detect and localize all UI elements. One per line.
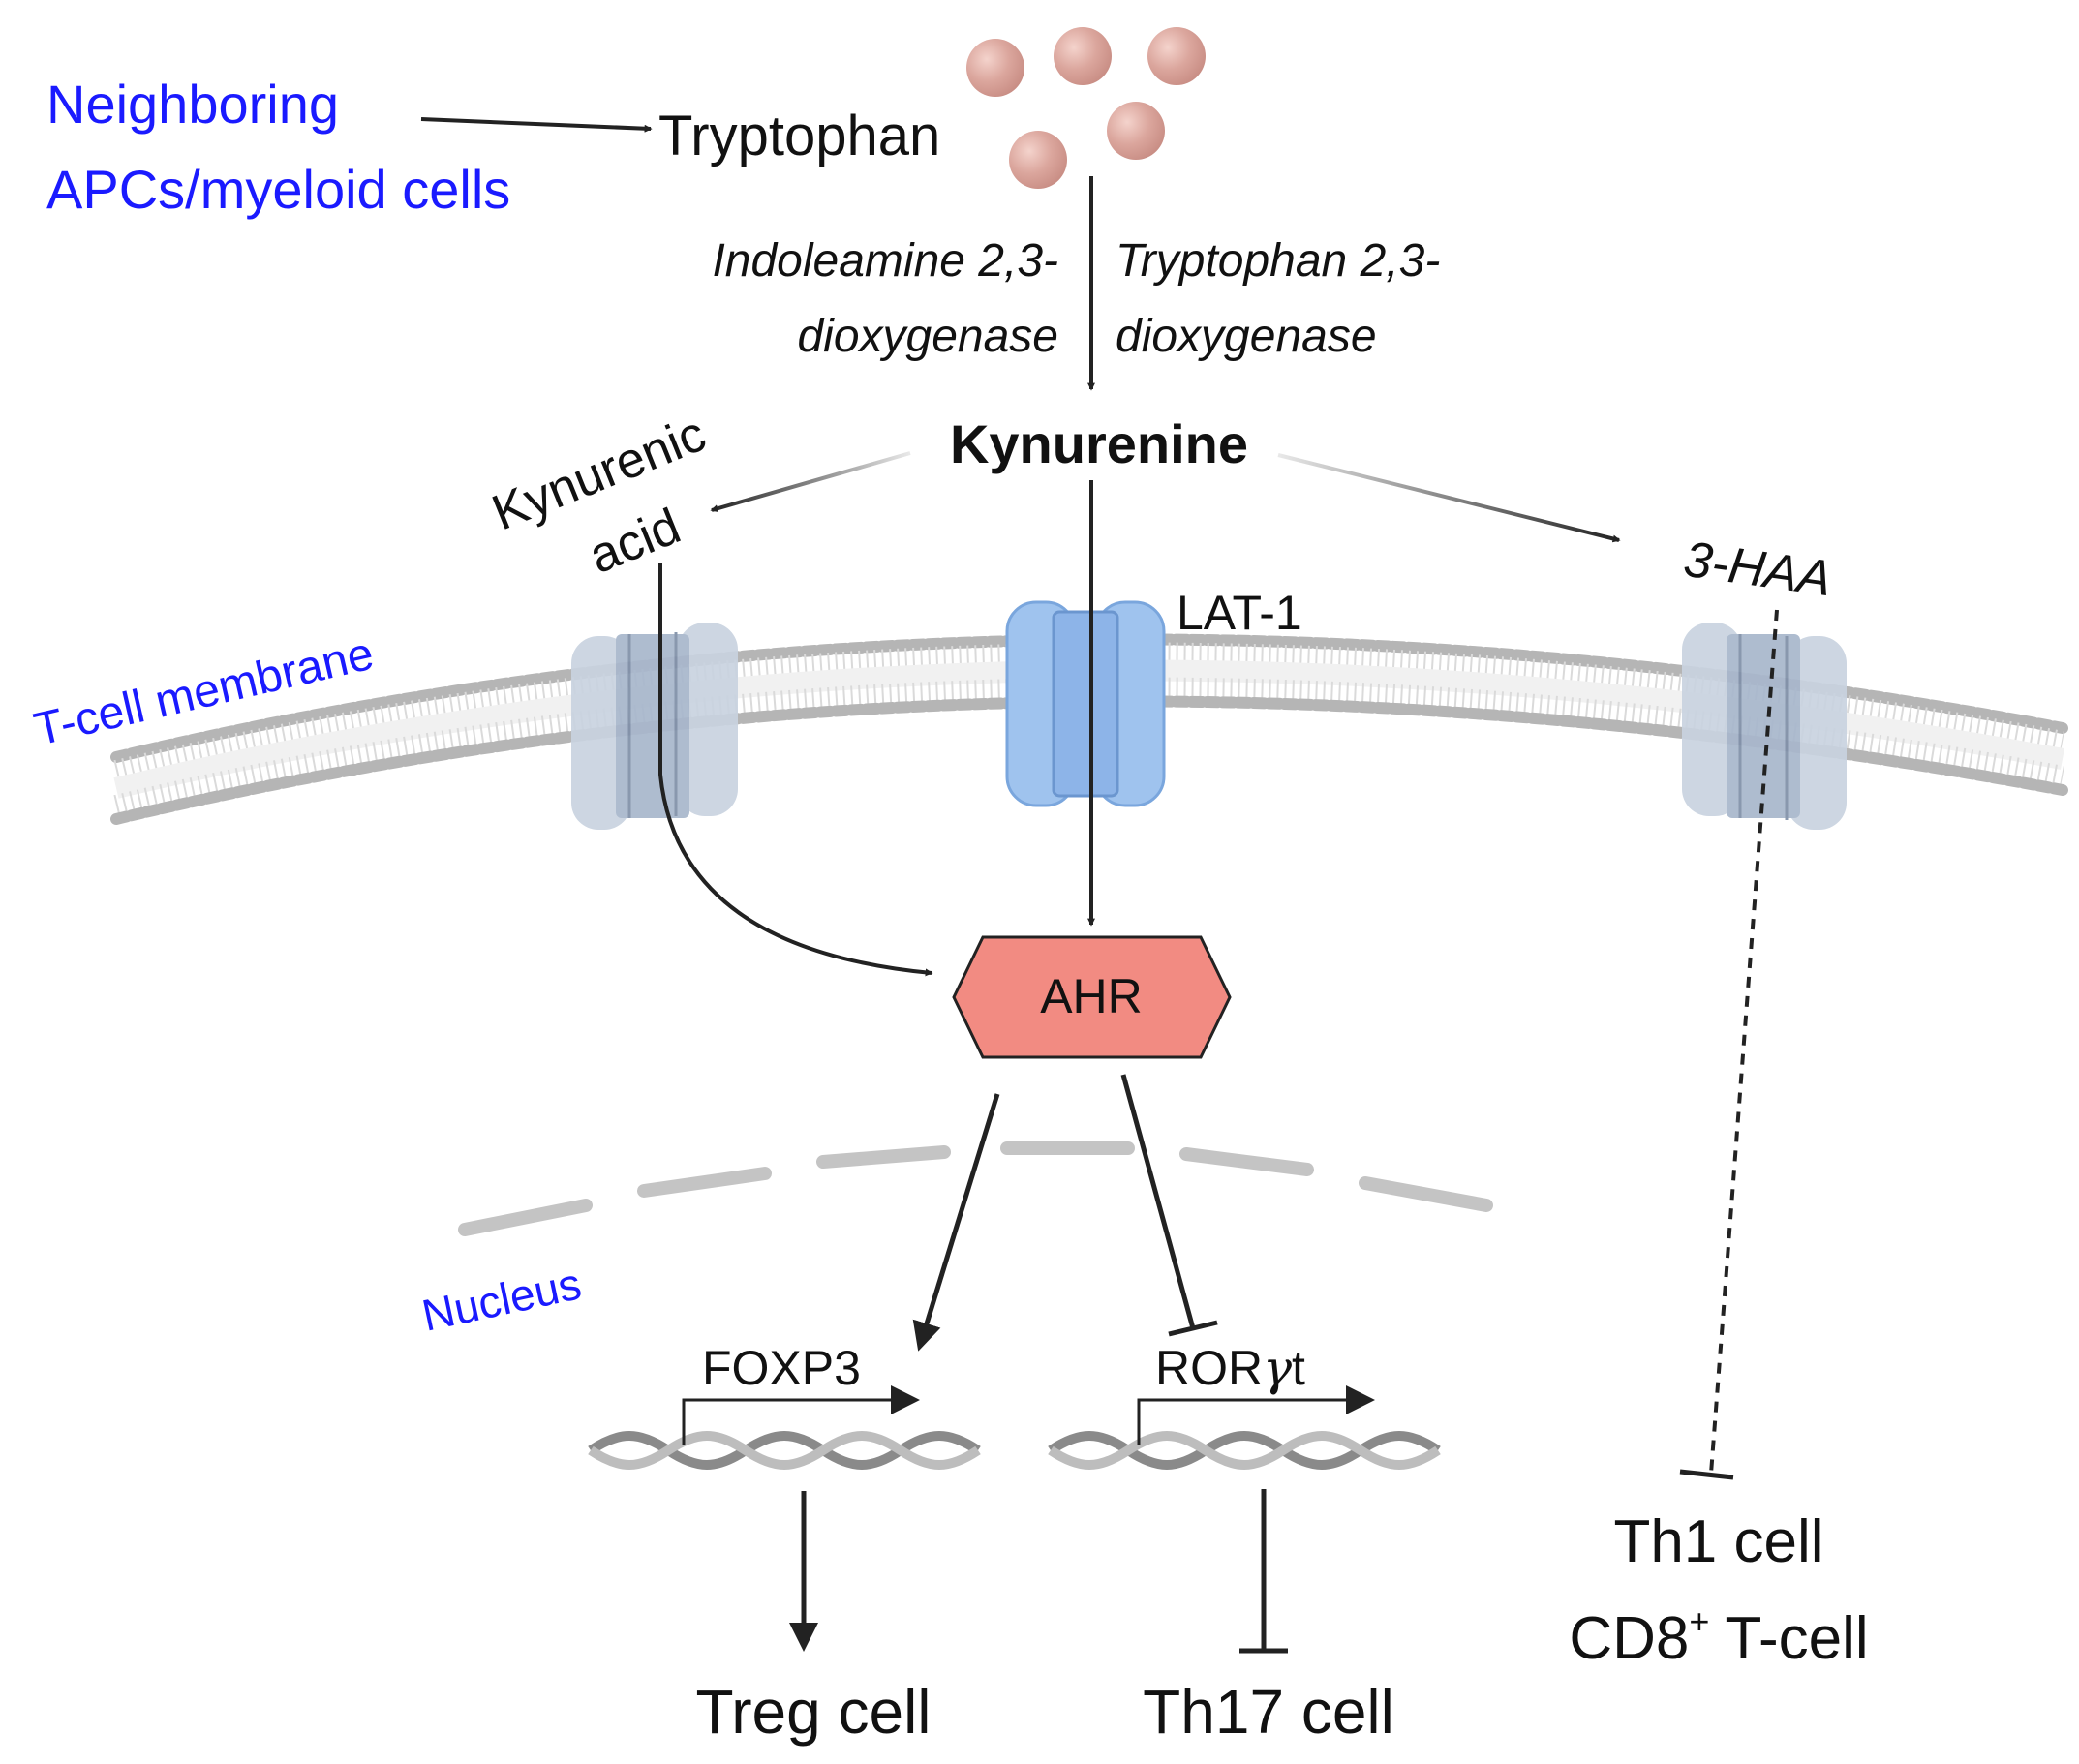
cd8-label: CD8+ T-cell <box>1569 1601 1868 1672</box>
arrow-ahr-to-foxp3 <box>912 1093 1000 1352</box>
ido-label-line2: dioxygenase <box>797 311 1058 362</box>
arrow-kynurenine-to-kynurenic-acid <box>710 451 911 513</box>
tdo-label-line1: Tryptophan 2,3- <box>1116 235 1440 287</box>
arrow-kynurenic-acid-to-ahr <box>658 563 933 977</box>
kynurenic-acid-label-line2: acid <box>582 498 688 585</box>
nucleus-label: Nucleus <box>417 1258 585 1340</box>
kynurenine-label: Kynurenine <box>950 413 1248 474</box>
nuclear-envelope <box>458 1141 1493 1236</box>
haa-channel <box>1682 623 1847 830</box>
tryptophan-molecules <box>966 27 1206 189</box>
lat1-transporter <box>1005 600 1166 807</box>
rorgt-label: RORγt <box>1155 1340 1305 1396</box>
arrow-source-to-tryptophan <box>420 117 653 133</box>
treg-label: Treg cell <box>695 1677 931 1747</box>
source-cells-label-line1: Neighboring <box>46 74 339 135</box>
haa-label: 3-HAA <box>1680 532 1835 608</box>
tryptophan-label: Tryptophan <box>658 105 940 167</box>
pathway-arrows <box>420 117 1779 1654</box>
tdo-label-line2: dioxygenase <box>1116 311 1377 362</box>
source-cells-label-line2: APCs/myeloid cells <box>46 159 510 220</box>
th17-label: Th17 cell <box>1143 1677 1394 1747</box>
arrow-kynurenine-to-haa <box>1277 453 1621 543</box>
foxp3-label: FOXP3 <box>702 1341 861 1395</box>
inhibit-ahr-to-rorgt <box>1120 1074 1196 1329</box>
kynurenic-acid-label-line1: Kynurenic <box>485 406 714 541</box>
inhibit-haa-to-th1 <box>1709 609 1779 1475</box>
ido-label-line1: Indoleamine 2,3- <box>712 235 1058 287</box>
th1-label: Th1 cell <box>1613 1508 1823 1575</box>
ahr-node: AHR <box>952 935 1232 1059</box>
kynurenic-acid-channel <box>571 623 738 830</box>
dna-rorgt <box>1048 1385 1441 1470</box>
ahr-label: AHR <box>1040 969 1143 1023</box>
dna-foxp3 <box>588 1385 981 1470</box>
lat1-label: LAT-1 <box>1177 586 1302 640</box>
